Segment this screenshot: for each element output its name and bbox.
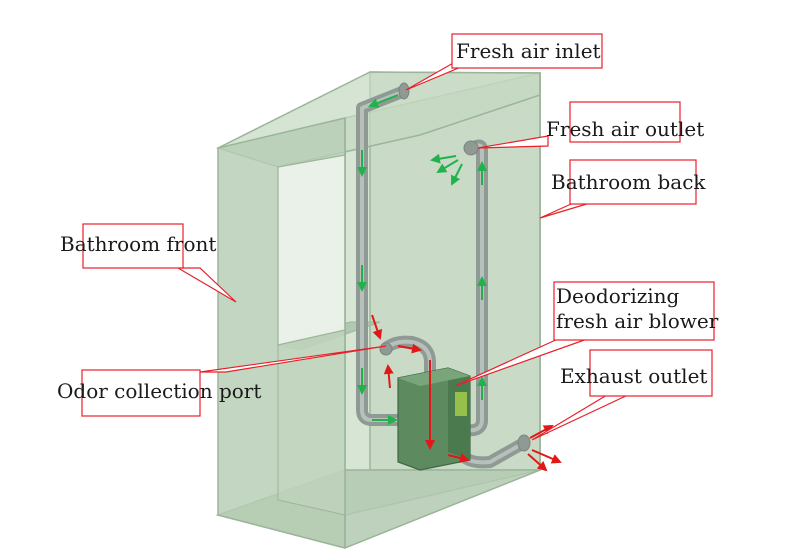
label-bathroom-front: Bathroom front (60, 232, 216, 256)
exhaust-arrow-out-4 (527, 453, 548, 472)
fresh-arrow-out-2 (451, 163, 463, 186)
label-blower-line1: Deodorizing (556, 284, 680, 308)
cabinet-door-opening (277, 154, 346, 346)
fresh-air-inlet-cap (398, 82, 410, 100)
fresh-air-outlet-cap (463, 140, 479, 156)
fresh-arrow-out-1 (436, 159, 459, 174)
label-blower-line2: fresh air blower (556, 309, 719, 333)
exhaust-arrow-out-2 (529, 425, 554, 439)
callout-bathroom-front: Bathroom front (60, 223, 237, 303)
callout-odor-collection-port: Odor collection port (57, 345, 387, 417)
blower-green-panel (455, 392, 467, 416)
bathroom-cabinet (215, 71, 541, 549)
fresh-arrow-out-3 (430, 153, 457, 164)
label-odor-collection-port: Odor collection port (57, 379, 261, 403)
exhaust-arrow-right (397, 343, 422, 354)
exhaust-outlet-cap (517, 434, 531, 452)
exhaust-arrow-in-2 (383, 364, 394, 389)
callouts: Fresh air inlet Fresh air outlet Bathroo… (57, 33, 719, 441)
callout-fresh-air-inlet: Fresh air inlet (405, 33, 603, 91)
label-exhaust-outlet: Exhaust outlet (560, 364, 707, 388)
fresh-arrow-inlet (368, 94, 399, 108)
fresh-air-flow-arrows (357, 94, 487, 425)
deodorizing-blower-unit (397, 367, 471, 471)
callout-fresh-air-outlet: Fresh air outlet (477, 101, 704, 149)
label-fresh-air-outlet: Fresh air outlet (546, 117, 704, 141)
exhaust-arrow-out-1 (447, 453, 470, 463)
callout-deodorizing-blower: Deodorizing fresh air blower (454, 281, 719, 387)
label-fresh-air-inlet: Fresh air inlet (456, 39, 601, 63)
odor-collection-port-cap (379, 342, 393, 356)
exhaust-arrow-out-3 (531, 449, 562, 464)
exhaust-flow-arrows (371, 314, 562, 472)
label-bathroom-back: Bathroom back (551, 170, 706, 194)
callout-exhaust-outlet: Exhaust outlet (531, 349, 713, 441)
callout-bathroom-back: Bathroom back (539, 159, 706, 219)
exhaust-arrow-in-1 (371, 314, 383, 340)
